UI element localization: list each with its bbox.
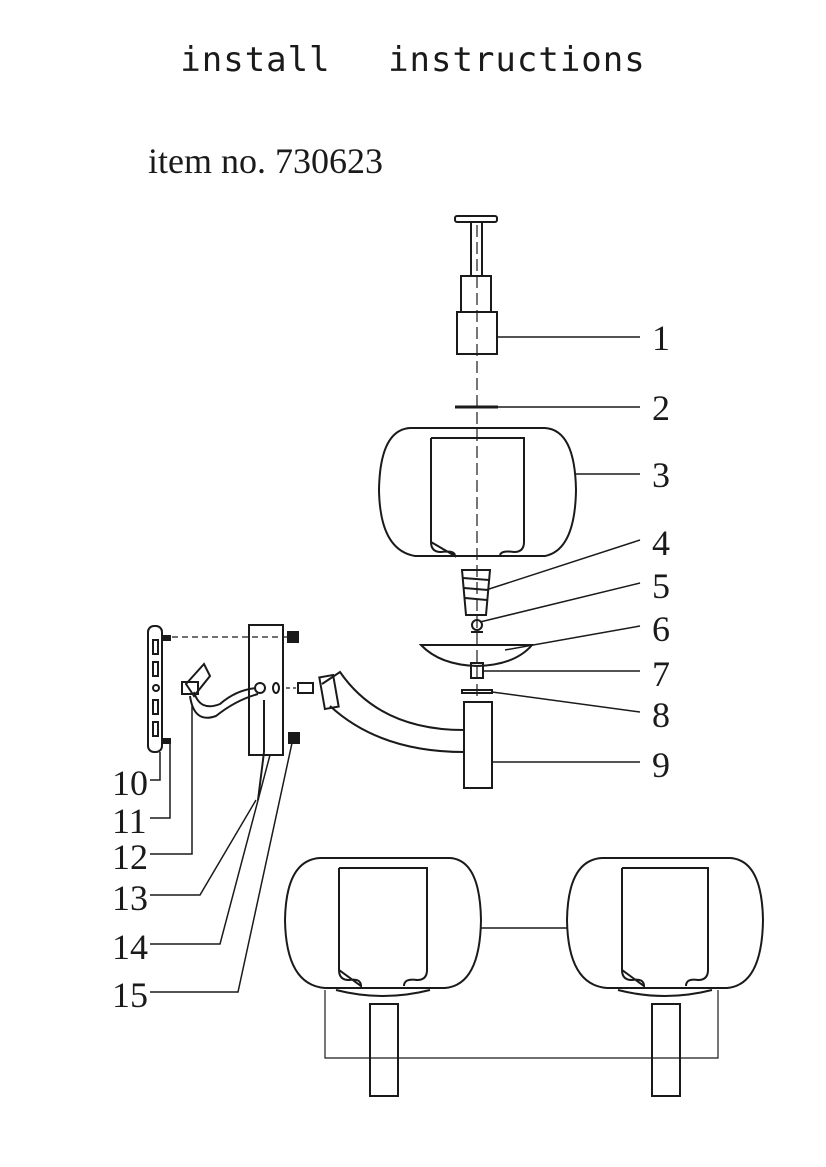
callout-14: 14: [112, 927, 148, 967]
part-15-screw: [288, 732, 300, 744]
callout-11: 11: [112, 801, 147, 841]
callout-10: 10: [112, 763, 148, 803]
callout-7: 7: [652, 654, 670, 694]
callout-4: 4: [652, 523, 670, 563]
callout-13: 13: [112, 878, 148, 918]
page-title: install instructions: [0, 40, 826, 80]
part-screw-top: [287, 631, 299, 643]
part-9-arm: [318, 670, 493, 789]
callout-3: 3: [652, 455, 670, 495]
title-word-install: install: [180, 40, 331, 80]
part-13-canopy: [248, 624, 284, 756]
callout-1: 1: [652, 318, 670, 358]
part-1-finial: [454, 215, 498, 355]
part-10-back-plate: [147, 625, 163, 753]
part-12-wire-connector: [181, 662, 259, 719]
part-8-washer: [461, 689, 493, 694]
part-3-glass-shade: [377, 427, 578, 558]
part-5-nut: [471, 619, 483, 633]
part-4-socket: [460, 569, 492, 616]
callout-15: 15: [112, 975, 148, 1015]
item-number: item no. 730623: [148, 141, 383, 181]
title-word-instructions: instructions: [388, 40, 646, 80]
assembled-view: [283, 857, 765, 1097]
callout-9: 9: [652, 745, 670, 785]
callout-12: 12: [112, 837, 148, 877]
callout-5: 5: [652, 566, 670, 606]
callout-8: 8: [652, 695, 670, 735]
callout-2: 2: [652, 388, 670, 428]
part-14-nipple: [297, 682, 314, 694]
part-6-bobeche: [418, 644, 535, 668]
callout-6: 6: [652, 609, 670, 649]
